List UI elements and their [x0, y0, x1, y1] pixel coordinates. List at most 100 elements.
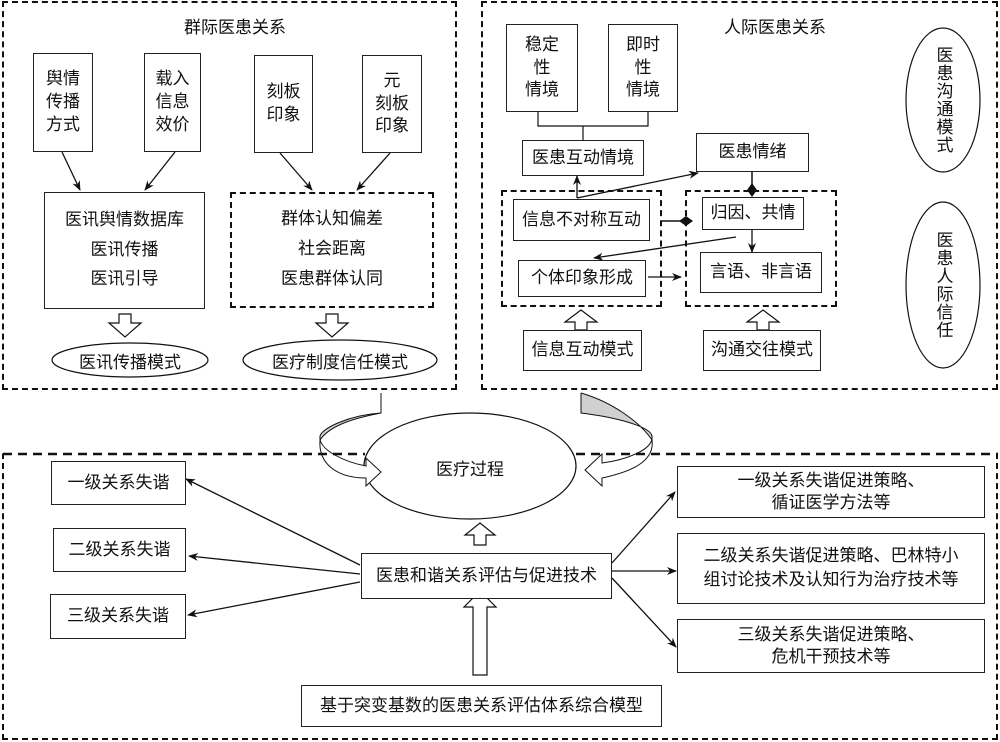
text-line: 舆情 [46, 69, 80, 90]
arrow-asym-to-emotion [576, 170, 699, 199]
communication-group [685, 190, 837, 307]
arrow-to-strategy1 [611, 491, 676, 564]
info-database-box: 医讯舆情数据库医讯传播医讯引导 [44, 192, 205, 309]
group-cognition-box: 群体认知偏差社会距离医患群体认同 [230, 192, 434, 308]
text-line: 社会距离 [298, 239, 366, 260]
group-relation-panel [2, 1, 457, 390]
input-yuqing-text: 舆情传播方式 [46, 68, 80, 137]
curved-arrow-right [580, 392, 653, 488]
instant-situation-text: 即时性情境 [626, 34, 660, 103]
ellipse-comm-mode [905, 27, 981, 173]
input-zairu-box: 载入信息效价 [144, 53, 201, 152]
input-keban-text: 刻板印象 [267, 81, 301, 127]
text-line: 三级关系失谐促进策略、 [737, 624, 925, 645]
text-line: 性 [634, 57, 652, 78]
strategy-level2-text: 二级关系失谐促进策略、巴林特小组讨论技术及认知行为治疗技术等 [704, 545, 959, 593]
arrow-to-level2 [188, 552, 361, 575]
ellipse-info-mode [51, 342, 209, 378]
hollow-arrow-up-info [563, 309, 599, 331]
text-line: 医讯传播 [90, 239, 159, 260]
institution-trust-mode-label: 医疗制度信任模式 [272, 352, 408, 373]
attribution-empathy-box: 归因、共情 [702, 197, 804, 230]
text-line: 元 [383, 70, 401, 91]
info-database-text: 医讯舆情数据库医讯传播医讯引导 [65, 206, 184, 295]
evaluation-panel-top-border [3, 452, 998, 456]
asymmetric-interaction-box: 信息不对称互动 [513, 199, 650, 241]
text-line: 即时 [626, 34, 660, 55]
interaction-situation-box: 医患互动情境 [522, 140, 644, 176]
text-line: 群体认知偏差 [281, 209, 383, 230]
strategy-level3-box: 三级关系失谐促进策略、危机干预技术等 [677, 619, 985, 673]
situation-bracket [537, 112, 649, 140]
input-keban-box: 刻板印象 [254, 55, 313, 153]
text-line: 二级关系失谐促进策略、巴林特小 [703, 545, 959, 566]
group-cognition-text: 群体认知偏差社会距离医患群体认同 [281, 205, 383, 294]
input-yuankeban-box: 元刻板印象 [362, 55, 422, 153]
disharmony-level3-box: 三级关系失谐 [50, 594, 186, 639]
hollow-arrow-up-center [463, 522, 497, 546]
comprehensive-model-box: 基于突变基数的医患关系评估体系综合模型 [301, 685, 662, 727]
comm-mode-label: 医患沟通模式 [932, 46, 953, 154]
text-line: 医讯引导 [90, 269, 159, 290]
interpersonal-relation-title: 人际医患关系 [724, 18, 826, 38]
group-relation-title: 群际医患关系 [184, 18, 286, 38]
strategy-level1-box: 一级关系失谐促进策略、循证医学方法等 [677, 466, 985, 518]
stable-situation-box: 稳定性情境 [506, 24, 578, 112]
arrow-to-level3 [187, 581, 361, 618]
interpersonal-trust-label: 医患人际信任 [932, 231, 953, 339]
text-line: 方式 [46, 114, 80, 135]
info-interaction-mode-box: 信息互动模式 [523, 330, 642, 371]
text-line: 医患群体认同 [281, 268, 383, 289]
arrow-yuankeban-to-cog [356, 152, 391, 191]
curved-arrow-left [319, 393, 382, 488]
hollow-arrow-up-comm [745, 309, 781, 331]
strategy-level3-text: 三级关系失谐促进策略、危机干预技术等 [738, 624, 925, 668]
info-spread-mode-label: 医讯传播模式 [79, 352, 181, 373]
evaluation-panel [2, 453, 998, 740]
info-interaction-group [501, 190, 662, 307]
doctor-patient-emotion-box: 医患情绪 [696, 133, 809, 172]
strategy-level1-text: 一级关系失谐促进策略、循证医学方法等 [738, 470, 925, 514]
input-zairu-text: 载入信息效价 [156, 68, 190, 137]
interpersonal-relation-panel [481, 1, 998, 390]
comm-interaction-mode-box: 沟通交往模式 [703, 330, 821, 371]
disharmony-level2-box: 二级关系失谐 [53, 528, 186, 572]
text-line: 循证医学方法等 [771, 493, 891, 513]
instant-situation-box: 即时性情境 [608, 24, 678, 112]
input-yuqing-box: 舆情传播方式 [33, 53, 93, 152]
text-line: 印象 [375, 116, 409, 137]
text-line: 印象 [266, 105, 301, 125]
arrow-zairu-to-db [144, 151, 176, 191]
text-line: 组讨论技术及认知行为治疗技术等 [703, 569, 959, 590]
text-line: 医讯舆情数据库 [65, 209, 184, 230]
verbal-nonverbal-box: 言语、非言语 [700, 252, 822, 293]
text-line: 情境 [626, 80, 660, 101]
ellipse-interpersonal-trust [905, 201, 981, 369]
disharmony-level1-box: 一级关系失谐 [51, 461, 186, 505]
text-line: 传播 [46, 92, 80, 113]
medical-process-label: 医疗过程 [436, 460, 504, 480]
text-line: 效价 [155, 114, 190, 135]
harmony-evaluation-box: 医患和谐关系评估与促进技术 [361, 553, 612, 599]
arrow-yuqing-to-db [61, 151, 81, 191]
arrow-attr-to-impression [593, 236, 737, 261]
text-line: 载入 [155, 69, 190, 90]
arrow-keban-to-cog [279, 152, 313, 191]
text-line: 危机干预技术等 [771, 647, 891, 667]
hollow-arrow-down-right [314, 313, 350, 338]
text-line: 性 [533, 57, 551, 78]
hollow-arrow-down-left [107, 313, 143, 338]
strategy-level2-box: 二级关系失谐促进策略、巴林特小组讨论技术及认知行为治疗技术等 [677, 533, 985, 604]
text-line: 情境 [525, 80, 559, 101]
text-line: 稳定 [525, 34, 559, 55]
input-yuankeban-text: 元刻板印象 [375, 70, 409, 139]
text-line: 信息 [155, 92, 190, 113]
stable-situation-text: 稳定性情境 [525, 34, 559, 103]
ellipse-trust-mode [242, 339, 438, 381]
text-line: 一级关系失谐促进策略、 [737, 470, 925, 491]
text-line: 刻板 [266, 82, 301, 103]
arrow-to-level1 [185, 478, 361, 566]
impression-formation-box: 个体印象形成 [518, 260, 646, 297]
hollow-arrow-up-base [462, 590, 498, 676]
